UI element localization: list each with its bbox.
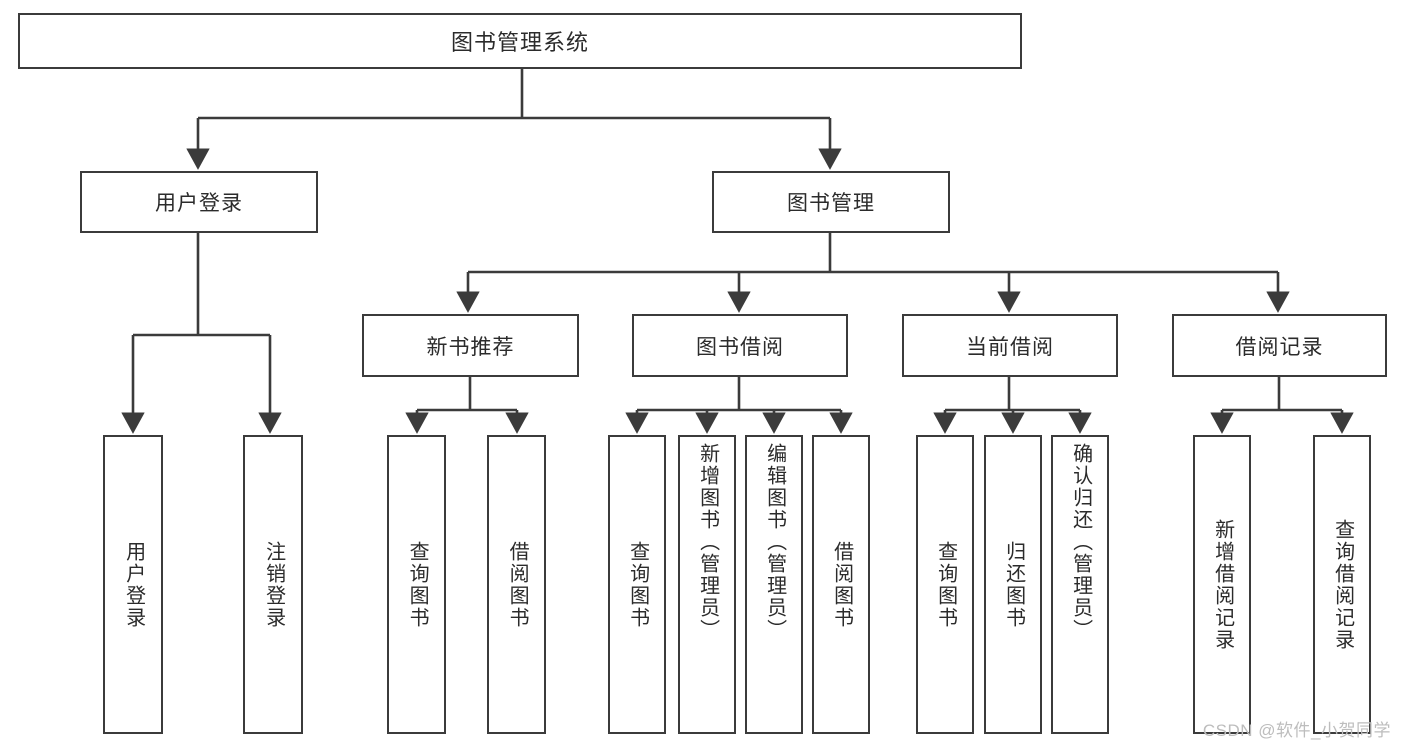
node-leaf-confirm-return-label: 确认归还（管理员） — [1069, 443, 1092, 641]
node-borrow-record-label: 借阅记录 — [1235, 335, 1324, 359]
node-leaf-query-record[interactable]: 查询借阅记录 — [1313, 435, 1371, 734]
node-leaf-query-book-1-label: 查询图书 — [406, 540, 429, 629]
node-leaf-return-book-label: 归还图书 — [1002, 540, 1025, 629]
node-leaf-borrow-book-1[interactable]: 借阅图书 — [487, 435, 546, 734]
node-leaf-query-record-label: 查询借阅记录 — [1331, 518, 1354, 651]
node-book-borrow[interactable]: 图书借阅 — [632, 314, 848, 377]
node-leaf-confirm-return[interactable]: 确认归还（管理员） — [1051, 435, 1109, 734]
node-new-book-recommend-label: 新书推荐 — [426, 335, 515, 359]
watermark-text: CSDN @软件_小贺同学 — [1202, 721, 1391, 740]
node-leaf-add-book-label: 新增图书（管理员） — [696, 443, 719, 641]
node-leaf-edit-book[interactable]: 编辑图书（管理员） — [745, 435, 803, 734]
node-leaf-add-record-label: 新增借阅记录 — [1211, 518, 1234, 651]
node-current-borrow[interactable]: 当前借阅 — [902, 314, 1118, 377]
node-leaf-query-book-1[interactable]: 查询图书 — [387, 435, 446, 734]
node-leaf-user-login-label: 用户登录 — [122, 540, 145, 629]
node-leaf-borrow-book-1-label: 借阅图书 — [506, 540, 529, 629]
node-leaf-logout[interactable]: 注销登录 — [243, 435, 303, 734]
node-current-borrow-label: 当前借阅 — [966, 335, 1054, 359]
node-leaf-add-record[interactable]: 新增借阅记录 — [1193, 435, 1251, 734]
node-leaf-query-book-2[interactable]: 查询图书 — [608, 435, 666, 734]
node-book-borrow-label: 图书借阅 — [696, 335, 784, 359]
node-book-manage[interactable]: 图书管理 — [712, 171, 950, 233]
node-leaf-add-book[interactable]: 新增图书（管理员） — [678, 435, 736, 734]
node-borrow-record[interactable]: 借阅记录 — [1172, 314, 1387, 377]
node-book-manage-label: 图书管理 — [787, 192, 875, 215]
node-leaf-query-book-3-label: 查询图书 — [934, 540, 957, 629]
node-new-book-recommend[interactable]: 新书推荐 — [362, 314, 579, 377]
node-leaf-query-book-2-label: 查询图书 — [626, 540, 649, 629]
node-leaf-user-login[interactable]: 用户登录 — [103, 435, 163, 734]
node-user-login[interactable]: 用户登录 — [80, 171, 318, 233]
node-leaf-logout-label: 注销登录 — [262, 540, 285, 629]
node-user-login-label: 用户登录 — [155, 192, 243, 215]
node-leaf-borrow-book-2[interactable]: 借阅图书 — [812, 435, 870, 734]
node-root-label: 图书管理系统 — [450, 30, 589, 55]
node-leaf-edit-book-label: 编辑图书（管理员） — [763, 443, 786, 641]
node-leaf-return-book[interactable]: 归还图书 — [984, 435, 1042, 734]
node-leaf-borrow-book-2-label: 借阅图书 — [830, 540, 853, 629]
node-leaf-query-book-3[interactable]: 查询图书 — [916, 435, 974, 734]
node-root[interactable]: 图书管理系统 — [18, 13, 1022, 69]
